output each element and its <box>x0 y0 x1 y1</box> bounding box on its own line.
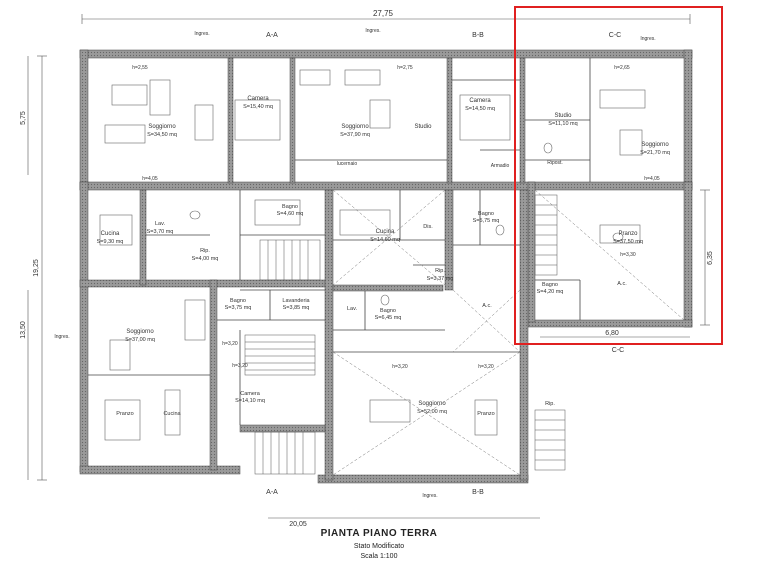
room-cucina-c: Cucina <box>376 229 395 235</box>
room-armadio: Armadio <box>491 163 510 169</box>
room-lavanderia-area: S=3,85 mq <box>283 305 310 311</box>
room-soggiorno-s: Soggiorno <box>418 401 446 407</box>
dim-total-width-bottom: 20,05 <box>289 521 307 528</box>
room-studio-n: Studio <box>414 124 432 130</box>
height-label: h=3,20 <box>478 364 494 370</box>
room-cucina-w: Cucina <box>101 231 120 237</box>
section-cc-top: C-C <box>609 32 621 39</box>
room-dis: Dis. <box>423 224 433 230</box>
partitions <box>88 58 591 425</box>
room-bagno-c3-area: S=6,45 mq <box>375 315 402 321</box>
room-bagno-e: Bagno <box>542 282 558 288</box>
room-soggiorno-n2: Soggiorno <box>341 124 369 130</box>
room-bagno-c2: Bagno <box>478 211 494 217</box>
room-soggiorno-ne-area: S=21,70 mq <box>640 150 670 156</box>
section-cc-bottom: C-C <box>612 347 624 354</box>
height-label: h=4,05 <box>142 176 158 182</box>
room-camera-s-area: S=14,10 mq <box>235 398 265 404</box>
room-cucina-sw: Cucina <box>163 411 181 417</box>
dimension-lines <box>27 14 710 519</box>
room-lav-w: Lav. <box>155 221 165 227</box>
height-label: h=3,20 <box>222 341 238 347</box>
room-rip-se: Rip. <box>545 401 555 407</box>
room-bagno-sw-area: S=3,75 mq <box>225 305 252 311</box>
walls <box>79 49 693 484</box>
highlight-box <box>514 6 723 345</box>
entry-top-1: Ingres. <box>194 31 209 37</box>
room-camera-n1-area: S=15,40 mq <box>243 104 273 110</box>
room-rip-c: Rip. <box>435 268 445 274</box>
height-label: h=3,20 <box>232 363 248 369</box>
entry-left: Ingres. <box>54 334 69 340</box>
room-studio-ne: Studio <box>554 113 572 119</box>
section-aa-bottom: A-A <box>266 489 278 496</box>
plan-title: PIANTA PIANO TERRA <box>320 528 438 539</box>
atrium-diagonals <box>332 189 685 476</box>
room-soggiorno-sw-area: S=37,00 mq <box>125 337 155 343</box>
room-lucernaio: lucernaio <box>337 161 358 167</box>
room-studio-ne-area: S=11,10 mq <box>548 121 577 127</box>
height-label: h=2,55 <box>132 65 148 71</box>
room-camera-n3-area: S=14,50 mq <box>465 106 495 112</box>
room-bagno-c1-area: S=4,60 mq <box>277 211 304 217</box>
entry-top-3: Ingres. <box>640 36 655 42</box>
room-soggiorno-sw: Soggiorno <box>126 329 154 335</box>
room-lav-c: Lav. <box>347 306 357 312</box>
section-bb-top: B-B <box>472 32 484 39</box>
room-pranzo-sw: Pranzo <box>116 411 133 417</box>
room-ripost: Ripost. <box>547 160 563 166</box>
room-rip-w-area: S=4,00 mq <box>192 256 219 262</box>
room-soggiorno-nw: Soggiorno <box>148 124 176 130</box>
height-label: h=2,65 <box>614 65 630 71</box>
room-bagno-c2-area: S=5,75 mq <box>473 218 500 224</box>
room-bagno-c1: Bagno <box>282 204 298 210</box>
dim-left-13-50: 13,50 <box>20 321 27 339</box>
entry-bottom: Ingres. <box>422 493 437 499</box>
room-bagno-e-area: S=4,20 mq <box>537 289 564 295</box>
dim-left-5-75: 5,75 <box>20 111 27 125</box>
section-aa-top: A-A <box>266 32 278 39</box>
entry-top-2: Ingres. <box>365 28 380 34</box>
room-rip-w: Rip. <box>200 248 210 254</box>
room-lav-w-area: S=3,70 mq <box>147 229 174 235</box>
height-label: h=4,05 <box>644 176 660 182</box>
room-lavanderia: Lavanderia <box>282 298 310 304</box>
room-rip-c-area: S=3,37 mq <box>427 276 454 282</box>
room-ac-c: A.c. <box>482 303 492 309</box>
room-camera-s: Camera <box>240 391 261 397</box>
room-camera-n3: Camera <box>469 98 491 104</box>
room-soggiorno-n2-area: S=37,90 mq <box>340 132 370 138</box>
dim-right-6-35: 6,35 <box>707 251 714 265</box>
room-pranzo-e-area: S=37,50 mq <box>613 239 643 245</box>
room-soggiorno-ne: Soggiorno <box>641 142 669 148</box>
height-label: h=3,30 <box>620 252 636 258</box>
room-cucina-w-area: S=9,30 mq <box>97 239 124 245</box>
room-pranzo-s: Pranzo <box>477 411 494 417</box>
room-pranzo-e: Pranzo <box>618 231 638 237</box>
room-camera-n1: Camera <box>247 96 269 102</box>
room-cucina-c-area: S=14,60 mq <box>370 237 400 243</box>
plan-scale: Scala 1:100 <box>360 553 398 560</box>
height-label: h=2,75 <box>397 65 413 71</box>
room-bagno-c3: Bagno <box>380 308 396 314</box>
section-bb-bottom: B-B <box>472 489 484 496</box>
room-soggiorno-s-area: S=52,00 mq <box>417 409 447 415</box>
room-ac-e: A.c. <box>617 281 627 287</box>
stairs <box>244 194 566 475</box>
height-label: h=3,20 <box>392 364 408 370</box>
room-soggiorno-nw-area: S=34,50 mq <box>147 132 177 138</box>
plan-state: Stato Modificato <box>353 543 405 550</box>
dim-total-width-top: 27,75 <box>373 9 394 18</box>
dim-total-height-left: 19,25 <box>33 259 40 277</box>
dim-bottom-6-80: 6,80 <box>605 330 619 337</box>
room-bagno-sw: Bagno <box>230 298 246 304</box>
furniture <box>99 69 646 441</box>
